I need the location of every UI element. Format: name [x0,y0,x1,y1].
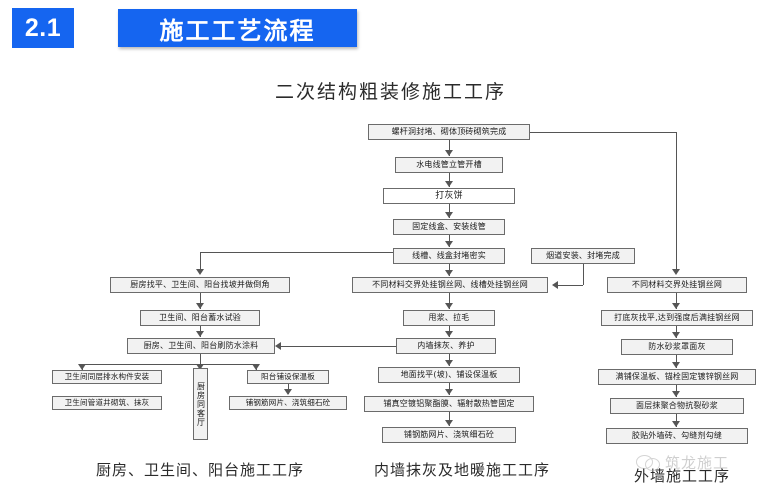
node-exterior-tile-grouting: 胶贴外墙砖、勾缝剂勾缝 [606,428,748,444]
arrow-down-icon [196,303,204,309]
connector-line [449,412,450,426]
arrow-down-icon [445,303,453,309]
arrow-down-icon [445,420,453,426]
page-title: 二次结构粗装修施工工序 [274,81,506,103]
arrow-down-icon [196,269,204,275]
connector-line [530,132,676,133]
node-pipe-slotting: 水电线管立管开槽 [395,157,503,173]
node-rebar-mesh-concrete-middle: 铺钢筋网片、浇筑细石砼 [382,427,516,443]
node-screw-hole-sealing: 螺杆洞封堵、砌体顶砖砌筑完成 [368,124,530,140]
arrow-down-icon [445,270,453,276]
connector-line [200,354,201,364]
connector-line [676,132,677,269]
node-vacuum-film-heating-pipe: 铺真空镀铝聚酯膜、辐射散热管固定 [364,396,534,412]
connector-line [676,355,677,368]
node-floor-leveling: 地面找平(坡)、铺设保温板 [378,367,520,383]
node-seal-conduit: 线槽、线盒封堵密实 [393,248,505,264]
connector-line [200,252,201,273]
arrow-left-icon [275,342,281,350]
arrow-down-icon [284,389,292,395]
node-balcony-insulation-board: 阳台铺设保温板 [247,370,329,384]
node-mortar-cake: 打灰饼 [383,188,515,204]
arrow-down-icon [196,364,204,370]
node-base-plaster-leveling: 打底灰找平,达到强度后满挂钢丝网 [601,310,753,326]
connector-line [200,293,201,309]
arrow-left-icon [552,281,558,289]
connector-line [281,346,396,347]
arrow-down-icon [445,360,453,366]
node-flue-installation: 烟道安装、封堵完成 [531,248,635,264]
node-insulation-board-anchors: 满铺保温板、锚栓固定镀锌钢丝网 [598,369,756,385]
node-kitchen-same-as-living-room: 厨房同客厅 [193,368,208,440]
watermark: 筑龙施工 [636,452,729,473]
arrow-down-icon [196,331,204,337]
arrow-down-icon [672,332,680,338]
connector-line [449,140,450,156]
arrow-down-icon [672,421,680,427]
arrow-down-icon [672,391,680,397]
arrow-down-icon [672,362,680,368]
connector-line [449,293,450,309]
node-rebar-mesh-concrete-left: 铺钢筋网片、浇筑细石砼 [229,396,347,410]
connector-line [558,285,583,286]
arrow-down-icon [445,389,453,395]
section-number-badge: 2.1 [12,8,74,48]
connector-line [200,252,393,253]
node-kitchen-bath-balcony-leveling: 厨房找平、卫生间、阳台找坡并做倒角 [110,277,290,293]
node-fix-junction-box: 固定线盒、安装线管 [393,219,505,235]
caption-middle: 内墙抹灰及地暖施工工序 [374,461,551,479]
node-polymer-crack-resist-mortar: 面层抹聚合物抗裂砂浆 [610,398,744,414]
arrow-down-icon [445,331,453,337]
node-waterproof-mortar-finish: 防水砂浆罩面灰 [621,339,733,355]
arrow-down-icon [78,364,86,370]
arrow-down-icon [445,212,453,218]
node-waterproof-coating: 厨房、卫生间、阳台刷防水涂料 [127,338,275,354]
arrow-down-icon [672,269,680,275]
arrow-down-icon [445,181,453,187]
arrow-down-icon [672,303,680,309]
arrow-down-icon [445,241,453,247]
connector-line [583,264,584,285]
node-wire-mesh-middle: 不同材料交界处挂钢丝网、线槽处挂钢丝网 [352,277,548,293]
watermark-label: 筑龙施工 [665,454,730,472]
node-pipe-shaft-masonry: 卫生间管道井砌筑、抹灰 [52,396,162,410]
connector-line [82,364,256,365]
connector-line [676,414,677,427]
connector-line [449,173,450,187]
arrow-down-icon [252,364,260,370]
caption-right: 外墙施工工序 [634,467,731,485]
connector-line [449,204,450,218]
node-same-floor-drainage: 卫生间同层排水构件安装 [52,370,162,384]
node-water-retention-test: 卫生间、阳台蓄水试验 [140,310,260,326]
caption-left: 厨房、卫生间、阳台施工工序 [96,461,305,479]
node-slurry-roughening: 甩浆、拉毛 [403,310,495,326]
connector-line [676,293,677,309]
node-wire-mesh-right: 不同材料交界处挂钢丝网 [607,277,747,293]
section-title-banner: 施工工艺流程 [118,9,357,47]
wechat-logo-icon [636,453,662,472]
arrow-down-icon [445,150,453,156]
node-interior-plastering: 内墙抹灰、养护 [396,338,496,354]
